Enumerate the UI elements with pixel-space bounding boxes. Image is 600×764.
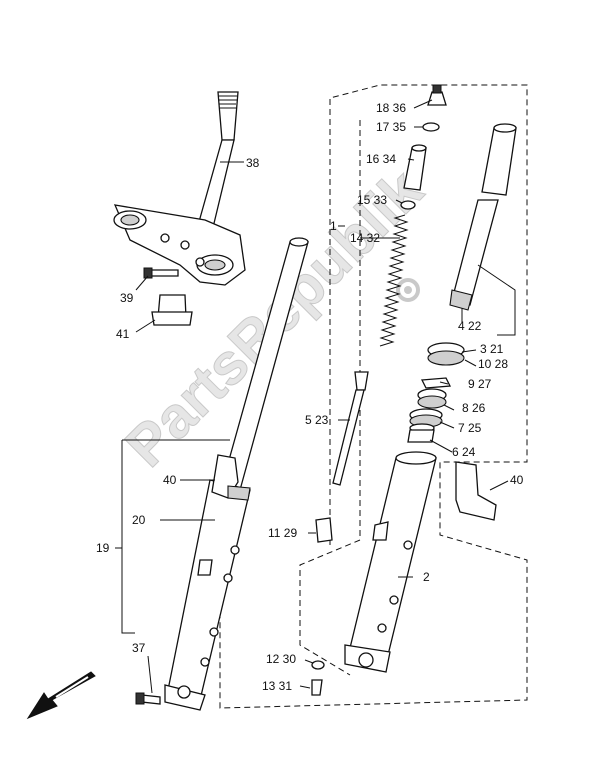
right-fork-guard-bracket bbox=[455, 461, 497, 521]
callout-2: 2 bbox=[423, 570, 430, 584]
callout-6-24: 6 24 bbox=[452, 445, 476, 459]
left-fork-outer-tube bbox=[164, 479, 251, 711]
right-fork-inner-tube bbox=[449, 123, 517, 311]
callout-40-left: 40 bbox=[163, 473, 177, 487]
axle-bolt bbox=[135, 692, 161, 705]
fork-spring bbox=[379, 214, 409, 347]
stem-cap bbox=[151, 294, 193, 326]
callout-41: 41 bbox=[116, 327, 130, 341]
drain-bolt bbox=[311, 660, 325, 696]
callout-labels: 18 36 17 35 16 34 15 33 1 14 32 4 22 3 2… bbox=[96, 101, 524, 693]
callout-4-22: 4 22 bbox=[458, 319, 482, 333]
callout-16-34: 16 34 bbox=[366, 152, 396, 166]
assembly-boundary bbox=[219, 84, 528, 709]
left-fork-guard-bracket bbox=[211, 454, 251, 501]
arrow-front-icon bbox=[26, 671, 96, 720]
callout-17-35: 17 35 bbox=[376, 120, 406, 134]
callout-10-28: 10 28 bbox=[478, 357, 508, 371]
callout-18-36: 18 36 bbox=[376, 101, 406, 115]
fork-seals bbox=[407, 342, 465, 443]
callout-39: 39 bbox=[120, 291, 134, 305]
callout-15-33: 15 33 bbox=[357, 193, 387, 207]
callout-5-23: 5 23 bbox=[305, 413, 329, 427]
right-fork-outer-tube bbox=[344, 451, 437, 673]
callout-38: 38 bbox=[246, 156, 260, 170]
cap-bolt bbox=[422, 84, 447, 132]
callout-3-21: 3 21 bbox=[480, 342, 504, 356]
callout-7-25: 7 25 bbox=[458, 421, 482, 435]
callout-11-29: 11 29 bbox=[268, 526, 297, 540]
callout-1: 1 bbox=[330, 219, 337, 233]
spring-seat bbox=[400, 200, 416, 210]
callout-37: 37 bbox=[132, 641, 146, 655]
callout-20: 20 bbox=[132, 513, 146, 527]
callout-9-27: 9 27 bbox=[468, 377, 492, 391]
callout-40-right: 40 bbox=[510, 473, 524, 487]
callout-12-30: 12 30 bbox=[266, 652, 296, 666]
damper-rod bbox=[332, 371, 369, 486]
pinch-bolt bbox=[143, 267, 179, 279]
steering-stem bbox=[113, 91, 246, 286]
callout-13-31: 13 31 bbox=[262, 679, 292, 693]
callout-19: 19 bbox=[96, 541, 110, 555]
callout-14-32: 14 32 bbox=[350, 231, 380, 245]
callout-8-26: 8 26 bbox=[462, 401, 486, 415]
damper-rod-seat bbox=[315, 517, 333, 543]
spacer-tube bbox=[403, 144, 427, 191]
leader-lines bbox=[115, 99, 516, 694]
